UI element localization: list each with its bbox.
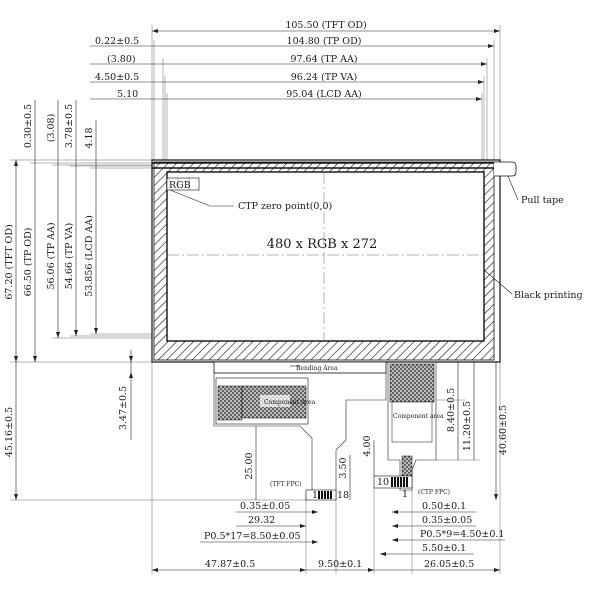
dim-ctp-pin-width: 0.35±0.05: [422, 515, 472, 526]
resolution-label: 480 x RGB x 272: [267, 237, 378, 252]
component-area-ctp-label: Component area: [393, 413, 444, 420]
dim-left-tp-va: 54.66 (TP VA): [64, 223, 75, 289]
tft-pin-18: 18: [337, 490, 349, 501]
pull-tape-label: Pull tape: [521, 195, 564, 206]
black-printing-label: Black printing: [514, 290, 583, 301]
dim-tp-aa: 97.64 (TP AA): [290, 54, 357, 65]
ctp-pin-10: 10: [377, 477, 389, 488]
dim-fpc-400: 4.00: [362, 435, 373, 456]
dim-lcd-aa: 95.04 (LCD AA): [286, 89, 362, 100]
display-panel: RGB CTP zero point(0,0) 480 x RGB x 272 …: [151, 159, 583, 363]
dim-fpc-total: 45.16±0.5: [4, 407, 15, 457]
dim-offset-3: 4.50±0.5: [95, 72, 139, 83]
ctp-pin-1: 1: [402, 489, 408, 500]
dim-left-tp-od: 66.50 (TP OD): [23, 228, 34, 297]
ctp-zero-point: CTP zero point(0,0): [238, 201, 332, 212]
dim-gap: 9.50±0.1: [318, 559, 362, 570]
dim-ctp-position: 26.05±0.5: [424, 559, 474, 570]
dim-offset-1: 0.22±0.5: [95, 36, 139, 47]
dim-tp-va: 96.24 (TP VA): [291, 72, 357, 83]
dim-ctp-550: 5.50±0.1: [422, 543, 466, 554]
dim-fpc-4060: 40.60±0.5: [498, 405, 509, 455]
tft-fingers: [318, 491, 332, 499]
bending-area-label: Bending Area: [296, 365, 338, 372]
dim-tft-pin-width: 0.35±0.05: [240, 501, 290, 512]
dim-ctp-pitch: P0.5*9=4.50±0.1: [420, 529, 504, 540]
dim-left-v4: 4.18: [84, 127, 95, 148]
top-dimensions: 105.50 (TFT OD) 104.80 (TP OD) 97.64 (TP…: [90, 20, 501, 160]
ctp-fingers: [391, 477, 408, 487]
dim-left-v2: (3.08): [46, 114, 57, 143]
dim-left-v3: 3.78±0.5: [64, 104, 75, 148]
rgb-label: RGB: [169, 180, 191, 191]
dim-fpc-840: 8.40±0.5: [446, 388, 457, 432]
dim-left-tp-aa: 56.06 (TP AA): [46, 222, 57, 289]
component-area-tft-label: Component Area: [264, 399, 316, 406]
dim-left-v1: 0.30±0.5: [23, 104, 34, 148]
dim-tft-width: 29.32: [248, 515, 275, 526]
fpc-area: Bending Area Component Area Component ar…: [213, 361, 509, 501]
dim-offset-2: (3.80): [107, 54, 136, 65]
dim-tft-pitch: P0.5*17=8.50±0.05: [204, 531, 301, 542]
dim-offset-4: 5.10: [117, 89, 138, 100]
dim-fpc-1120: 11.20±0.5: [462, 401, 473, 451]
dim-ctp-05: 0.50±0.1: [422, 501, 466, 512]
dim-left-tft-od: 67.20 (TFT OD): [4, 224, 15, 299]
dim-tft-position: 47.87±0.5: [205, 559, 255, 570]
dim-tp-od: 104.80 (TP OD): [287, 36, 362, 47]
tft-pin-1: 1: [312, 490, 318, 501]
dim-fpc-350: 3.50: [338, 457, 349, 478]
dim-tft-od: 105.50 (TFT OD): [285, 20, 366, 31]
dim-left-lcd-aa: 53.856 (LCD AA): [84, 215, 95, 297]
ctp-fpc-label: (CTP FPC): [418, 489, 450, 496]
tft-fpc-label: (TFT FPC): [270, 481, 302, 488]
dim-fpc-25: 25.00: [244, 452, 255, 479]
bottom-dimensions: 0.35±0.05 29.32 P0.5*17=8.50±0.05 47.87±…: [151, 362, 505, 574]
dim-bend: 3.47±0.5: [118, 386, 129, 430]
